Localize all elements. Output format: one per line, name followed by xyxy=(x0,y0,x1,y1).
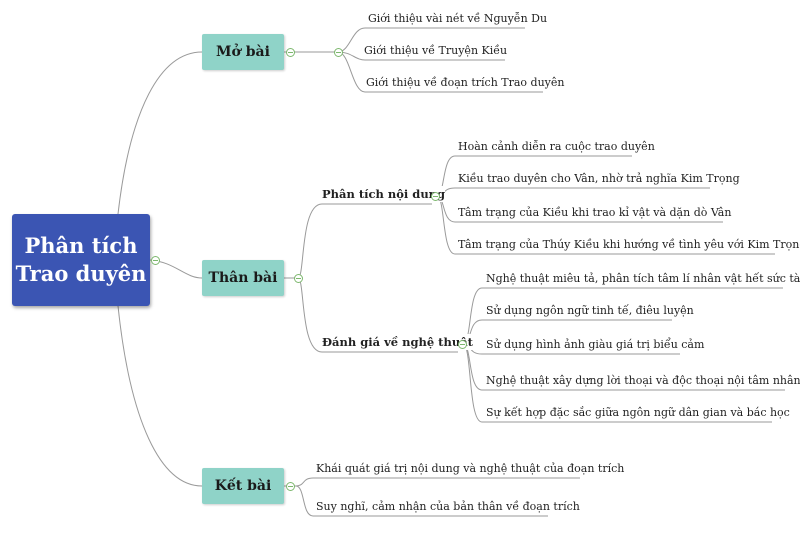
collapse-toggle-ket-bai-icon[interactable] xyxy=(286,482,295,491)
branch-than-bai-label: Thân bài xyxy=(208,270,278,286)
collapse-toggle-noi-dung-icon[interactable] xyxy=(431,192,440,201)
root-title-line-2: Trao duyên xyxy=(15,261,147,286)
leaf-noi-dung-3[interactable]: Tâm trạng của Kiều khi trao kỉ vật và dặ… xyxy=(458,206,732,219)
leaf-nghe-thuat-3[interactable]: Sử dụng hình ảnh giàu giá trị biểu cảm xyxy=(486,338,705,351)
leaf-nghe-thuat-1[interactable]: Nghệ thuật miêu tả, phân tích tâm lí nhâ… xyxy=(486,272,800,285)
branch-ket-bai[interactable]: Kết bài xyxy=(202,468,284,504)
collapse-toggle-nghe-thuat-icon[interactable] xyxy=(458,340,467,349)
leaf-ket-bai-2[interactable]: Suy nghĩ, cảm nhận của bản thân về đoạn … xyxy=(316,500,580,513)
collapse-toggle-root-icon[interactable] xyxy=(151,256,160,265)
branch-mo-bai[interactable]: Mở bài xyxy=(202,34,284,70)
leaf-nghe-thuat-2[interactable]: Sử dụng ngôn ngữ tinh tế, điêu luyện xyxy=(486,304,694,317)
sub-phan-tich-noi-dung-label: Phân tích nội dung xyxy=(322,187,446,201)
leaf-noi-dung-4[interactable]: Tâm trạng của Thúy Kiều khi hướng về tìn… xyxy=(458,238,800,251)
sub-danh-gia-nghe-thuat-label: Đánh giá về nghệ thuật xyxy=(322,335,473,349)
connector-root-ket-bai xyxy=(117,305,203,487)
collapse-toggle-mo-bai-icon[interactable] xyxy=(286,48,295,57)
branch-ket-bai-label: Kết bài xyxy=(214,478,272,494)
branch-than-bai[interactable]: Thân bài xyxy=(202,260,284,296)
leaf-ket-bai-1[interactable]: Khái quát giá trị nội dung và nghệ thuật… xyxy=(316,462,625,475)
leaf-noi-dung-2[interactable]: Kiều trao duyên cho Vân, nhờ trả nghĩa K… xyxy=(458,172,740,185)
leaf-noi-dung-1[interactable]: Hoàn cảnh diễn ra cuộc trao duyên xyxy=(458,140,655,153)
leaf-mo-bai-1[interactable]: Giới thiệu vài nét về Nguyễn Du xyxy=(368,12,548,25)
root-title-line-1: Phân tích xyxy=(24,233,138,258)
leaf-nghe-thuat-4[interactable]: Nghệ thuật xây dựng lời thoại và độc tho… xyxy=(486,374,800,387)
sub-phan-tich-noi-dung[interactable]: Phân tích nội dung xyxy=(322,186,446,202)
connector-root-mo-bai xyxy=(117,51,203,215)
collapse-toggle-than-bai-icon[interactable] xyxy=(294,274,303,283)
branch-mo-bai-label: Mở bài xyxy=(216,44,270,60)
leaf-mo-bai-2[interactable]: Giới thiệu về Truyện Kiều xyxy=(364,44,508,57)
root-node[interactable]: Phân tích Trao duyên xyxy=(12,214,150,306)
collapse-toggle-mo-bai-leaves-icon[interactable] xyxy=(334,48,343,57)
leaf-nghe-thuat-5[interactable]: Sự kết hợp đặc sắc giữa ngôn ngữ dân gia… xyxy=(486,406,790,419)
leaf-mo-bai-3[interactable]: Giới thiệu về đoạn trích Trao duyên xyxy=(366,76,565,89)
sub-danh-gia-nghe-thuat[interactable]: Đánh giá về nghệ thuật xyxy=(322,334,473,350)
